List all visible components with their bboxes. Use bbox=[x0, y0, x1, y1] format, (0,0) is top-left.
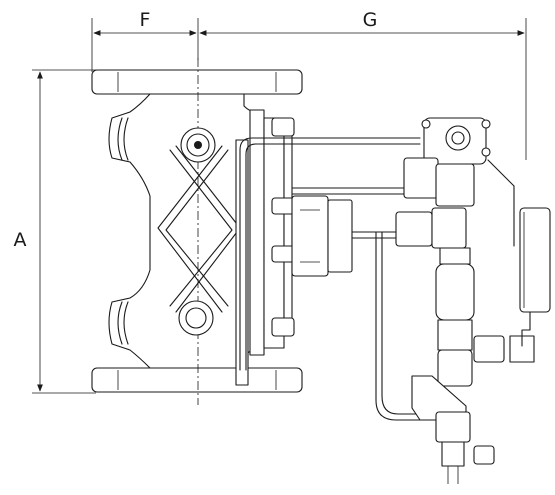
dimension-f: F bbox=[91, 9, 199, 72]
actuator-stack bbox=[235, 109, 353, 386]
pilot-valve-top bbox=[403, 117, 515, 247]
dimension-label-a: A bbox=[14, 229, 27, 251]
pilot-tubing bbox=[239, 137, 441, 421]
dimension-label-f: F bbox=[140, 9, 151, 31]
pilot-manifold bbox=[395, 207, 505, 484]
dimension-label-g: G bbox=[363, 9, 378, 31]
dimension-g: G bbox=[199, 9, 527, 160]
pressure-gauge bbox=[509, 207, 551, 363]
valve-body bbox=[91, 58, 303, 405]
dimension-a: A bbox=[14, 69, 96, 394]
